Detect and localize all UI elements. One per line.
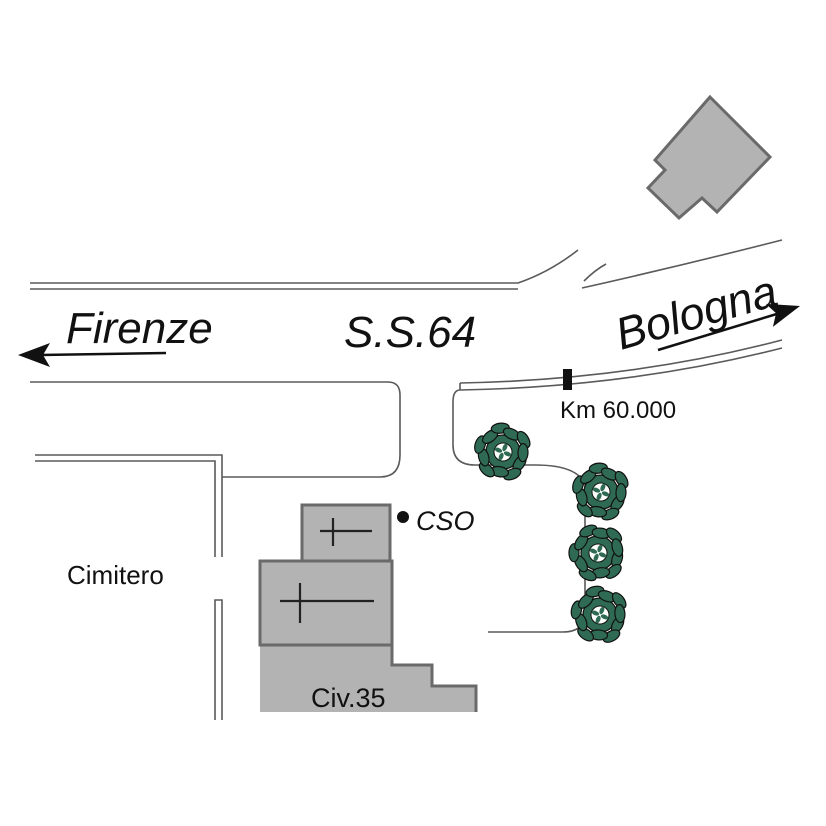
trees (474, 422, 629, 643)
tree-leaf (611, 538, 624, 557)
building-north-east (645, 94, 773, 221)
label-bologna: Bologna (610, 265, 783, 360)
road-branch-ne-inner (583, 263, 607, 282)
church-chapel-large (258, 559, 394, 647)
road-branch-ne-outer (581, 239, 783, 289)
tree-inner-leaf (592, 487, 601, 493)
tree-icon (568, 524, 624, 582)
tree-inner-leaf (589, 548, 598, 554)
tree-inner-leaf (600, 614, 609, 620)
tree-centre (588, 543, 608, 563)
road-edge-south-west (30, 381, 401, 478)
road-edge-north-outer (30, 249, 579, 284)
tree-icon (572, 462, 629, 521)
tree-inner-leaf (597, 544, 603, 553)
tree-inner-leaf (598, 552, 607, 558)
cemetery-wall-inner (35, 460, 216, 557)
road-edge-south-east-inner (459, 347, 783, 391)
tree-leaf (605, 527, 623, 543)
tree-inner-leaf (593, 553, 599, 562)
km-marker-icon (563, 369, 572, 390)
tree-leaf (576, 501, 593, 518)
tree-inner-leaf (601, 491, 610, 497)
tree-inner-leaf (494, 447, 503, 453)
tree-centre (493, 442, 513, 462)
tree-inner-leaf (498, 452, 504, 461)
tree-centre (591, 482, 611, 502)
label-km: Km 60.000 (560, 397, 676, 424)
tree-icon (570, 585, 627, 643)
church-chapel-small (300, 503, 392, 563)
tree-leaf (614, 470, 629, 489)
buildings (258, 94, 773, 712)
cross-icon (320, 518, 372, 546)
label-cso: CSO (416, 506, 475, 536)
tree-inner-leaf (503, 451, 512, 457)
tree-leaf (614, 604, 626, 624)
road-edge-south-east-outer (459, 339, 783, 384)
point-marker-icon (397, 511, 409, 523)
cross-icon (280, 583, 374, 623)
tree-leaf (615, 483, 627, 503)
tree-centre (590, 605, 610, 625)
label-road-name: S.S.64 (344, 308, 476, 357)
tree-leaf (605, 563, 622, 579)
cemetery-wall-outer (35, 454, 223, 557)
label-civic-number: Civ.35 (311, 683, 386, 713)
tree-inner-leaf (600, 483, 606, 492)
tree-inner-leaf (599, 606, 605, 615)
tree-icon (474, 422, 531, 481)
label-cimitero: Cimitero (67, 560, 164, 590)
road-network (30, 239, 783, 720)
label-firenze: Firenze (66, 304, 213, 353)
tree-inner-leaf (591, 610, 600, 616)
tree-leaf (478, 461, 495, 478)
tree-leaf (611, 592, 627, 610)
tree-leaf (517, 443, 529, 463)
tree-inner-leaf (596, 492, 602, 501)
tree-leaf (516, 430, 531, 449)
building-civ-35-edge (390, 645, 478, 712)
arrow-left-icon (18, 343, 167, 367)
building-civ-35 (260, 645, 476, 712)
cemetery-wall-lower (214, 599, 223, 720)
tree-inner-leaf (502, 443, 508, 452)
tree-inner-leaf (595, 615, 601, 624)
arrow-right-icon (657, 303, 800, 352)
